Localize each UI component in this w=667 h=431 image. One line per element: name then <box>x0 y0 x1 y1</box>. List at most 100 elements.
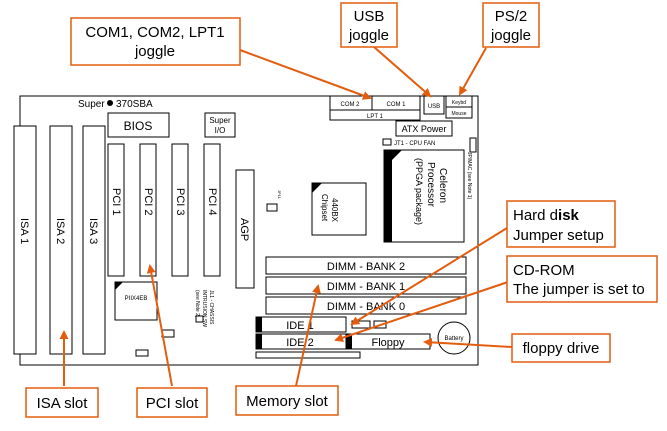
super-io-label-1: Super <box>209 116 231 125</box>
super-io-chip <box>204 112 236 138</box>
isa-slot-2 <box>49 125 73 355</box>
ps2-callout-box <box>482 2 540 48</box>
com-callout-box <box>70 17 241 66</box>
memory-callout-label: Memory slot <box>246 393 329 410</box>
piix4eb-chip <box>114 281 158 321</box>
bios-chip <box>107 112 170 138</box>
cpu-fan-header <box>382 138 392 146</box>
pci-slot-2-label: PCI 2 <box>142 188 154 216</box>
dimm-bank-2 <box>265 256 467 275</box>
pci-slot-4 <box>203 143 221 277</box>
ide2-label: IDE 2 <box>286 337 314 349</box>
pci-slot-3-label: PCI 3 <box>174 188 186 216</box>
hard-disk-callout-line1-a: Hard d <box>513 207 558 224</box>
cpu-label-1: Celeron <box>437 168 448 203</box>
bios-label: BIOS <box>124 119 153 133</box>
hard-disk-callout-line1-b: isk <box>558 207 580 224</box>
chassis-note-3: (see Note 2) <box>194 290 200 318</box>
floppy-arrow <box>423 337 513 348</box>
battery-label: Battery <box>444 336 463 342</box>
battery <box>437 321 471 355</box>
floppy-callout-box <box>511 333 611 363</box>
hard-disk-callout-line2: Jumper setup <box>513 227 604 244</box>
usb-callout-box <box>340 2 398 48</box>
ps2-arrow <box>459 47 487 96</box>
cpu-label-3: (PPGA package) <box>414 158 424 225</box>
pci-slot-4-label: PCI 4 <box>206 188 218 216</box>
hard-disk-callout-line1: Hard disk <box>513 207 580 224</box>
dimm-bank-0-label: DIMM - BANK 0 <box>327 301 405 313</box>
pci-arrow <box>146 264 173 387</box>
floppy-callout-label: floppy drive <box>523 340 600 357</box>
floppy-key <box>346 334 352 349</box>
isa-slot-3 <box>82 125 106 355</box>
chassis-note-2: INTRUSION SW <box>201 290 207 327</box>
cpu-socket-lever <box>384 150 392 242</box>
isa-slot-1 <box>13 125 37 355</box>
pci-slot-3 <box>171 143 189 277</box>
keyboard-label: Keybd <box>452 100 466 106</box>
dimm-bank-0 <box>265 296 467 315</box>
usb-callout-line2: joggle <box>348 27 389 44</box>
piix4eb-label: PIIX4EB <box>125 296 148 302</box>
cdrom-arrow <box>334 281 509 343</box>
pci-slot-2 <box>139 143 157 277</box>
cdrom-callout-line2: The jumper is set to <box>513 281 645 298</box>
chipset-pin1-marker <box>312 183 322 193</box>
pci-slot-1-label: PCI 1 <box>110 188 122 216</box>
isa-callout-box <box>25 387 99 418</box>
com2-label: COM 2 <box>340 102 360 108</box>
cpu-pin1-marker <box>392 150 402 160</box>
chipset-label-2: Chipset <box>320 194 329 222</box>
isa-callout-label: ISA slot <box>37 395 89 412</box>
chassis-jumper <box>195 315 204 323</box>
isa-slot-2-label: ISA 2 <box>54 218 66 244</box>
brand-dot-icon <box>107 100 113 106</box>
usb-port-label: USB <box>428 104 440 110</box>
lpt1-label: LPT 1 <box>367 114 384 120</box>
pci-callout-label: PCI slot <box>146 395 199 412</box>
super-io-label-2: I/O <box>215 126 226 135</box>
usb-connector <box>423 95 445 115</box>
com-arrow <box>239 49 372 100</box>
ide2-key <box>256 334 262 349</box>
ide1-label: IDE 1 <box>286 320 314 332</box>
com1-label: COM 1 <box>386 102 406 108</box>
cdrom-callout-line1: CD-ROM <box>513 262 575 279</box>
agp-slot <box>235 169 255 289</box>
board-brand: Super <box>78 99 105 110</box>
floppy-label: Floppy <box>371 337 405 349</box>
ps2-callout-line2: joggle <box>490 27 531 44</box>
cpu-fan-label: JT1 - CPU FAN <box>394 141 435 147</box>
bottom-header-strip <box>255 351 361 359</box>
jp-mac-label: JP/MAC (see Note 1) <box>466 152 472 200</box>
com-callout-line2: joggle <box>134 43 175 60</box>
dimm-bank-1-label: DIMM - BANK 1 <box>327 281 405 293</box>
ide1-key <box>256 317 262 332</box>
dimm-bank-2-label: DIMM - BANK 2 <box>327 261 405 273</box>
hard-disk-callout-box <box>506 200 616 248</box>
mouse-label: Mouse <box>451 111 466 117</box>
pci-callout-box <box>136 387 208 418</box>
jp11-label: JP11 <box>277 190 282 200</box>
jp-mac-jumper <box>469 137 477 153</box>
isa-slot-3-label: ISA 3 <box>87 218 99 244</box>
memory-callout-box <box>235 385 339 416</box>
usb-arrow <box>373 46 432 98</box>
isa-slot-1-label: ISA 1 <box>18 218 30 244</box>
chipset-label-1: 440BX <box>330 198 339 223</box>
piix4eb-pin1-marker <box>115 282 123 290</box>
memory-arrow <box>295 284 321 387</box>
front-panel-header-b <box>135 349 149 357</box>
atx-power-label: ATX Power <box>402 124 447 134</box>
agp-label: AGP <box>238 218 250 241</box>
cpu-label-2: Processor <box>425 162 436 208</box>
board-model: 370SBA <box>116 99 153 110</box>
atx-power-connector <box>395 120 453 137</box>
usb-callout-line1: USB <box>354 8 385 25</box>
com-callout-line1: COM1, COM2, LPT1 <box>85 24 224 41</box>
cdrom-callout-box <box>506 255 658 303</box>
chipset-chip <box>311 182 367 236</box>
jp11-jumper <box>266 203 278 212</box>
